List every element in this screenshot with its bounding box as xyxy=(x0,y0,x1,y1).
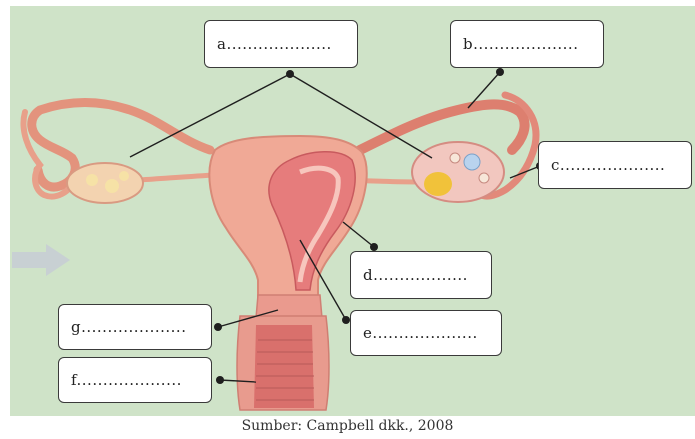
leader-line-d xyxy=(343,222,374,247)
left-follicle xyxy=(105,179,119,193)
label-box-a[interactable]: a.................... xyxy=(204,20,358,68)
left-ovary xyxy=(67,163,143,203)
pointer-arrow-icon xyxy=(12,244,70,276)
cervix xyxy=(256,295,322,318)
left-ovarian-ligament xyxy=(140,175,215,180)
corpus-luteum xyxy=(424,172,452,196)
label-c-text: c.................... xyxy=(551,156,665,174)
ovary-follicle xyxy=(479,173,489,183)
label-box-f[interactable]: f.................... xyxy=(58,357,212,403)
label-e-text: e.................... xyxy=(363,324,478,342)
left-follicle xyxy=(119,171,129,181)
label-box-d[interactable]: d.................. xyxy=(350,251,492,299)
right-ovary xyxy=(412,142,504,202)
label-d-text: d.................. xyxy=(363,266,468,284)
label-g-text: g.................... xyxy=(71,318,186,336)
label-a-text: a.................... xyxy=(217,35,332,53)
label-box-g[interactable]: g.................... xyxy=(58,304,212,350)
label-box-b[interactable]: b.................... xyxy=(450,20,604,68)
source-caption: Sumber: Campbell dkk., 2008 xyxy=(0,418,695,434)
label-box-c[interactable]: c.................... xyxy=(538,141,692,189)
label-box-e[interactable]: e.................... xyxy=(350,310,502,356)
ovary-follicle xyxy=(450,153,460,163)
vaginal-canal xyxy=(254,325,314,408)
label-f-text: f.................... xyxy=(71,371,182,389)
ovary-follicle xyxy=(464,154,480,170)
left-follicle xyxy=(86,174,98,186)
label-b-text: b.................... xyxy=(463,35,578,53)
